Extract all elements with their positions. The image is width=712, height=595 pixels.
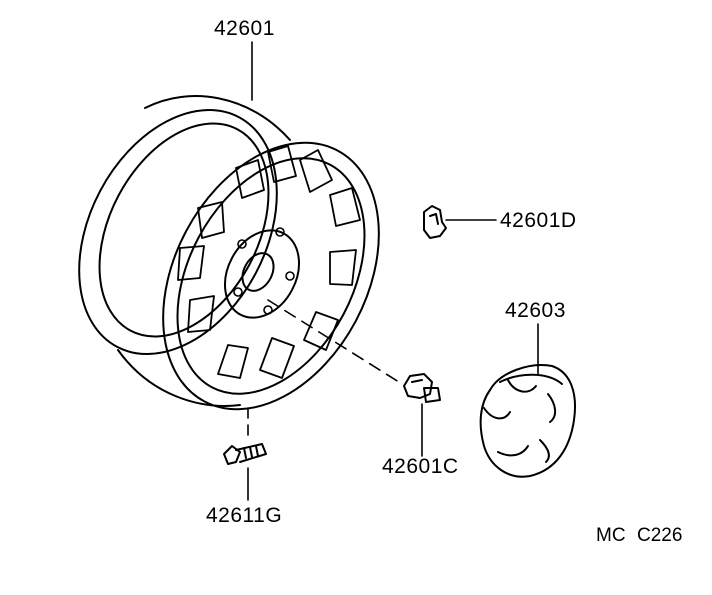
- spoke-windows: [178, 146, 360, 378]
- hub-cap-drawing: [481, 365, 575, 477]
- nut-drawing: [404, 374, 440, 402]
- rim-back-inner: [65, 95, 303, 366]
- center-bore: [236, 248, 280, 296]
- valve-drawing: [424, 206, 446, 238]
- part-number-hub-cap: 42603: [505, 299, 566, 322]
- part-number-nut: 42601C: [382, 455, 459, 478]
- part-number-valve: 42601D: [500, 209, 577, 232]
- rim-back-outer: [39, 76, 316, 388]
- stud-bolt-drawing: [224, 444, 266, 464]
- barrel-top: [145, 96, 290, 140]
- install-line-nut: [268, 300, 402, 384]
- lug-holes: [234, 228, 294, 314]
- part-number-stud-bolt: 42611G: [206, 504, 283, 527]
- part-number-wheel: 42601: [214, 17, 275, 40]
- rim-front-outer: [120, 106, 423, 447]
- barrel-bottom: [118, 350, 240, 406]
- rim-front-inner: [139, 126, 402, 425]
- drawing-code: C226: [637, 525, 683, 546]
- drawing-code-prefix: MC: [596, 525, 626, 546]
- wheel-rim-drawing: [39, 76, 422, 447]
